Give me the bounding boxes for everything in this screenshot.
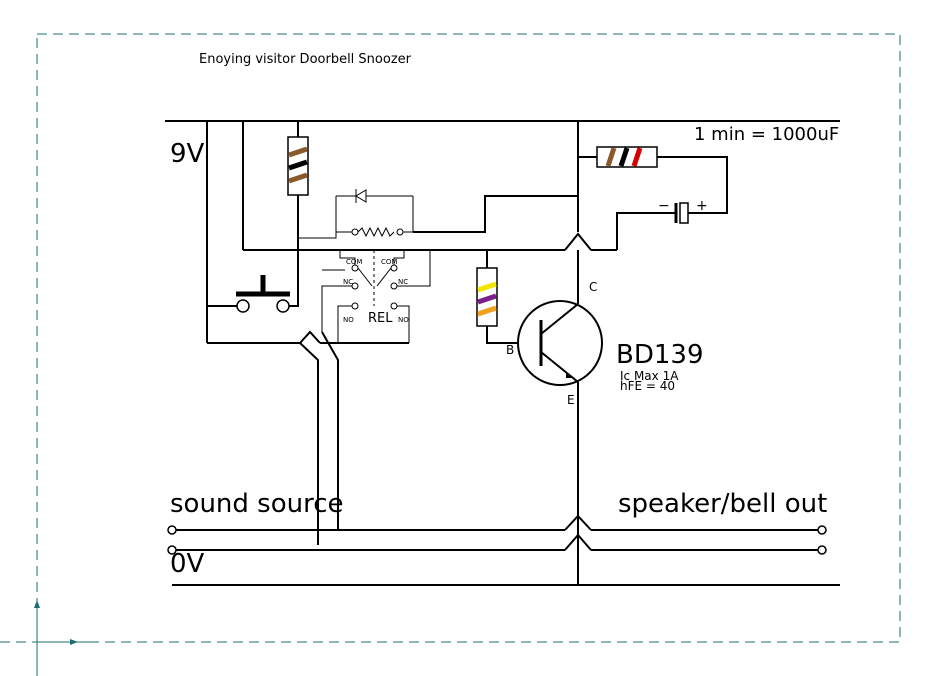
transistor-hfe: hFE = 40 [620, 379, 675, 393]
origin-arrow-right [70, 639, 78, 645]
relay-arm-right [376, 267, 392, 287]
r1-band-black [288, 159, 308, 171]
origin-arrow-up [34, 600, 40, 608]
diagram-title: Enoying visitor Doorbell Snoozer [199, 52, 412, 67]
r1-band-brown [288, 146, 308, 158]
r1-band-brown-2 [288, 172, 308, 184]
terminal-sound-1 [167, 525, 177, 535]
r3-band-red [631, 147, 643, 167]
relay-coil [357, 226, 395, 238]
timing-note: 1 min = 1000uF [694, 124, 839, 145]
transistor-collector-lead [540, 303, 579, 335]
r2-band-yellow [477, 281, 497, 293]
svg-text:COM: COM [346, 258, 362, 266]
transistor-bd139 [517, 300, 603, 386]
wire-sound-source-top [299, 342, 319, 545]
crossover-collector [564, 232, 592, 251]
terminal-output-2 [817, 545, 827, 555]
button-contact-left [236, 299, 250, 313]
svg-text:C: C [589, 280, 597, 294]
button-contact-right [276, 299, 290, 313]
r2-band-orange [477, 305, 497, 317]
capacitor-plus: + [696, 198, 708, 214]
supply-label: 9V [170, 139, 205, 169]
capacitor-plate-positive [679, 202, 689, 224]
relay-no-right [390, 302, 398, 310]
diode [355, 189, 367, 203]
svg-text:E: E [567, 393, 575, 407]
svg-text:NC: NC [398, 278, 408, 286]
transistor-part: BD139 [616, 340, 703, 370]
svg-text:NO: NO [343, 316, 354, 324]
svg-text:NO: NO [398, 316, 409, 324]
terminal-output-1 [817, 525, 827, 535]
output-label: speaker/bell out [618, 489, 827, 519]
svg-text:B: B [506, 343, 514, 357]
svg-text:COM: COM [381, 258, 397, 266]
r2-band-purple [477, 293, 497, 305]
r3-band-brown [605, 147, 617, 167]
wire-sound-source-bottom [321, 331, 339, 530]
relay-name: REL [368, 311, 393, 326]
wire-coil-to-collector [413, 195, 578, 233]
relay-nc-right [390, 282, 398, 290]
emitter-arrow [566, 372, 574, 378]
transistor-ic: Ic Max 1A [620, 369, 679, 383]
svg-text:NC: NC [343, 278, 353, 286]
relay-no-left [351, 302, 359, 310]
r3-band-black [618, 147, 630, 167]
ground-label: 0V [170, 549, 205, 579]
capacitor-minus: − [658, 198, 670, 214]
terminal-sound-2 [167, 545, 177, 555]
relay-arm-left [357, 267, 373, 287]
input-label: sound source [170, 489, 344, 519]
